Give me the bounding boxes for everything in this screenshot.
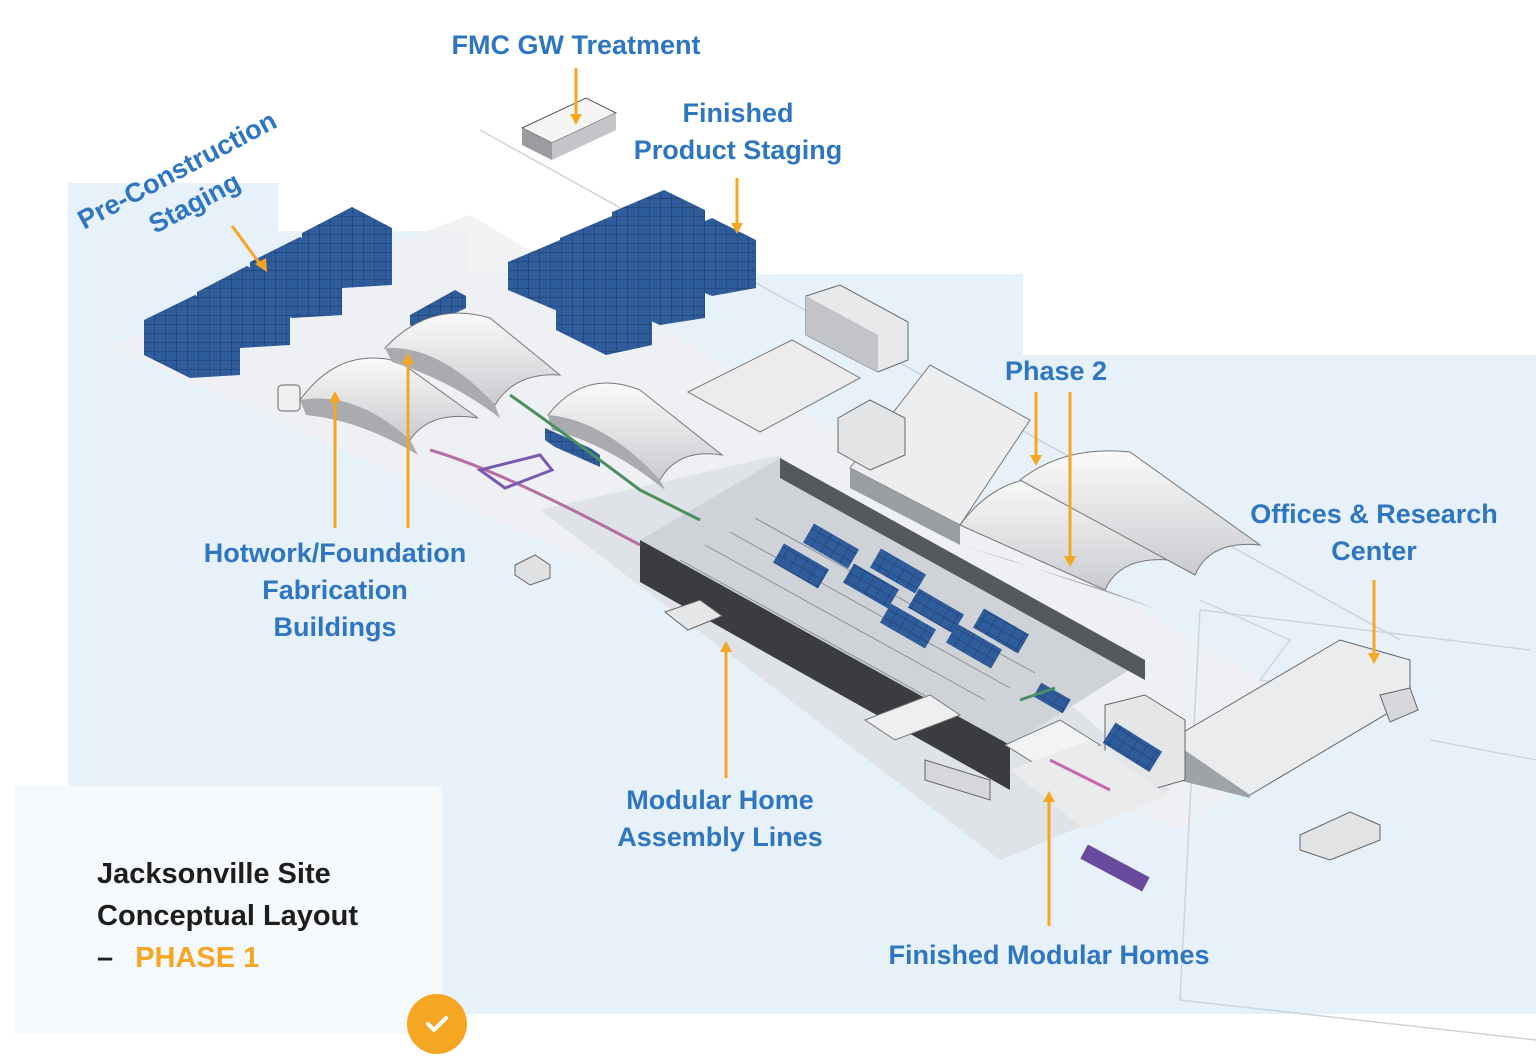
conveyor-lines <box>429 393 1111 792</box>
check-badge <box>407 994 467 1054</box>
title-card <box>14 786 442 1034</box>
title-line1: Jacksonville Site <box>97 858 331 890</box>
check-icon <box>407 994 467 1054</box>
label-finished-product-line1: Finished <box>682 98 794 128</box>
page-title: Jacksonville Site Conceptual Layout – PH… <box>97 853 358 979</box>
label-fmc-treatment: FMC GW Treatment <box>426 27 726 64</box>
title-line2: Conceptual Layout <box>97 900 359 932</box>
finished-product-containers <box>508 190 756 355</box>
label-finished-product-staging: Finished Product Staging <box>608 95 868 169</box>
label-hotwork-fabrication: Hotwork/Foundation Fabrication Buildings <box>180 535 490 646</box>
label-phase2: Phase 2 <box>976 353 1136 390</box>
preconstruction-containers <box>144 207 392 378</box>
label-modular-line1: Modular Home <box>626 785 814 815</box>
finished-homes-area <box>863 694 1168 892</box>
phase2-buildings <box>837 364 1262 610</box>
label-fmc-text: FMC GW Treatment <box>451 30 701 60</box>
hotwork-domes <box>277 312 724 490</box>
label-hotwork-line3: Buildings <box>273 612 397 642</box>
fmc-treatment-building <box>520 97 618 160</box>
label-phase2-text: Phase 2 <box>1004 356 1108 386</box>
title-phase: PHASE 1 <box>135 942 260 974</box>
label-offices-line2: Center <box>1331 536 1417 566</box>
pointer-arrows <box>230 68 1380 926</box>
arrow-preconstruction <box>230 225 262 265</box>
label-offices-research: Offices & Research Center <box>1234 496 1514 570</box>
label-hotwork-line2: Fabrication <box>262 575 408 605</box>
label-modular-assembly: Modular Home Assembly Lines <box>590 782 850 856</box>
label-modular-line2: Assembly Lines <box>617 822 823 852</box>
title-line3: – PHASE 1 <box>97 937 358 979</box>
label-hotwork-line1: Hotwork/Foundation <box>203 538 467 568</box>
misc-buildings <box>514 284 1381 861</box>
label-finished-homes-text: Finished Modular Homes <box>888 940 1210 970</box>
title-dash: – <box>97 942 114 974</box>
label-finished-modular-homes: Finished Modular Homes <box>869 937 1229 974</box>
label-finished-product-line2: Product Staging <box>633 135 843 165</box>
label-offices-line1: Offices & Research <box>1250 499 1498 529</box>
